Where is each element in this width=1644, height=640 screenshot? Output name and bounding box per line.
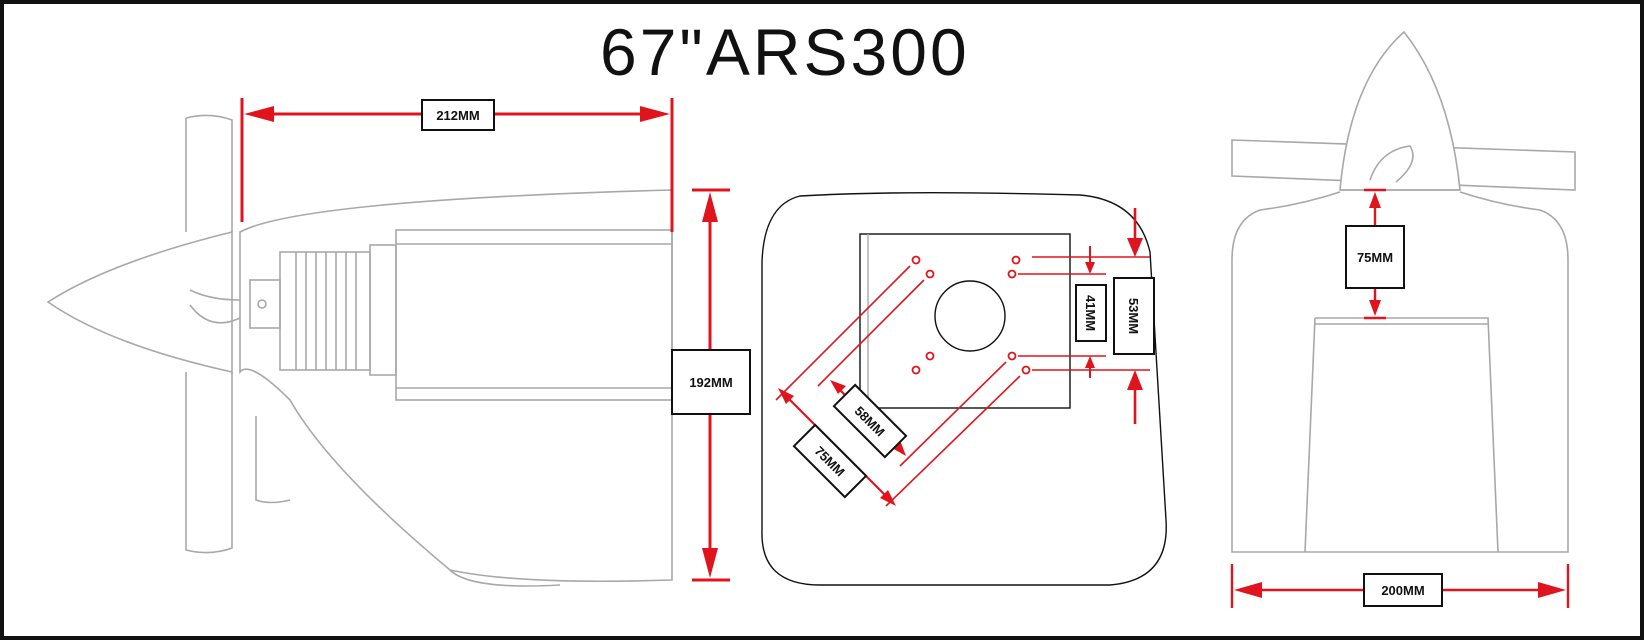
arrowhead [702,548,718,578]
cowl-chin [449,569,561,587]
page-title: 67"ARS300 [600,15,970,89]
mount-holes [911,255,1031,375]
motor-mount-plate [859,233,1071,409]
height-label-box [671,349,751,415]
arrowhead [702,192,718,222]
front-view [1231,30,1576,553]
prop-adapter [249,279,281,329]
front-height-label-box [1345,225,1405,289]
prop-hub [189,289,241,324]
cowl-lower-lip [255,416,291,504]
mount-hole [1007,269,1017,279]
mount-labels: 41MM 53MM 58MM 75MM [792,277,1155,499]
mount-hole [1011,255,1021,265]
front-width-label-box [1363,573,1443,607]
length-label: 212MM [436,108,479,123]
arrowhead [244,106,274,122]
diagonal-outer-label-box [792,423,868,499]
propeller-blade [1231,139,1576,191]
cowl-front-outline [1231,191,1569,553]
front-width-label: 200MM [1381,583,1424,598]
mount-hole [925,351,935,361]
diagonal-inner-label-box [832,383,908,459]
spinner-outline [46,231,233,373]
vertical-inner-label: 41MM [1083,295,1098,331]
front-dimensions [1230,188,1570,608]
firewall-outline [761,192,1167,586]
side-labels: 212MM 192MM [421,99,751,415]
mount-view [761,192,1167,586]
vertical-inner-label-box [1075,284,1107,342]
height-label: 192MM [689,375,732,390]
mount-hole [911,255,921,265]
vertical-outer-label: 53MM [1126,298,1141,334]
front-height-label: 75MM [1357,250,1393,265]
length-label-box [421,99,495,131]
center-bore [934,280,1006,352]
mount-hole [911,365,921,375]
mount-hole [1021,365,1031,375]
mount-hole [925,269,935,279]
propeller-blade [185,114,233,554]
prop-hub [1369,145,1414,183]
mount-hole [1007,351,1017,361]
front-labels: 75MM 200MM [1345,225,1443,607]
spinner-outline [1339,30,1461,191]
vertical-outer-label-box [1113,277,1155,355]
side-view [46,114,673,587]
arrowhead [640,106,670,122]
cowl-outline [239,189,673,583]
